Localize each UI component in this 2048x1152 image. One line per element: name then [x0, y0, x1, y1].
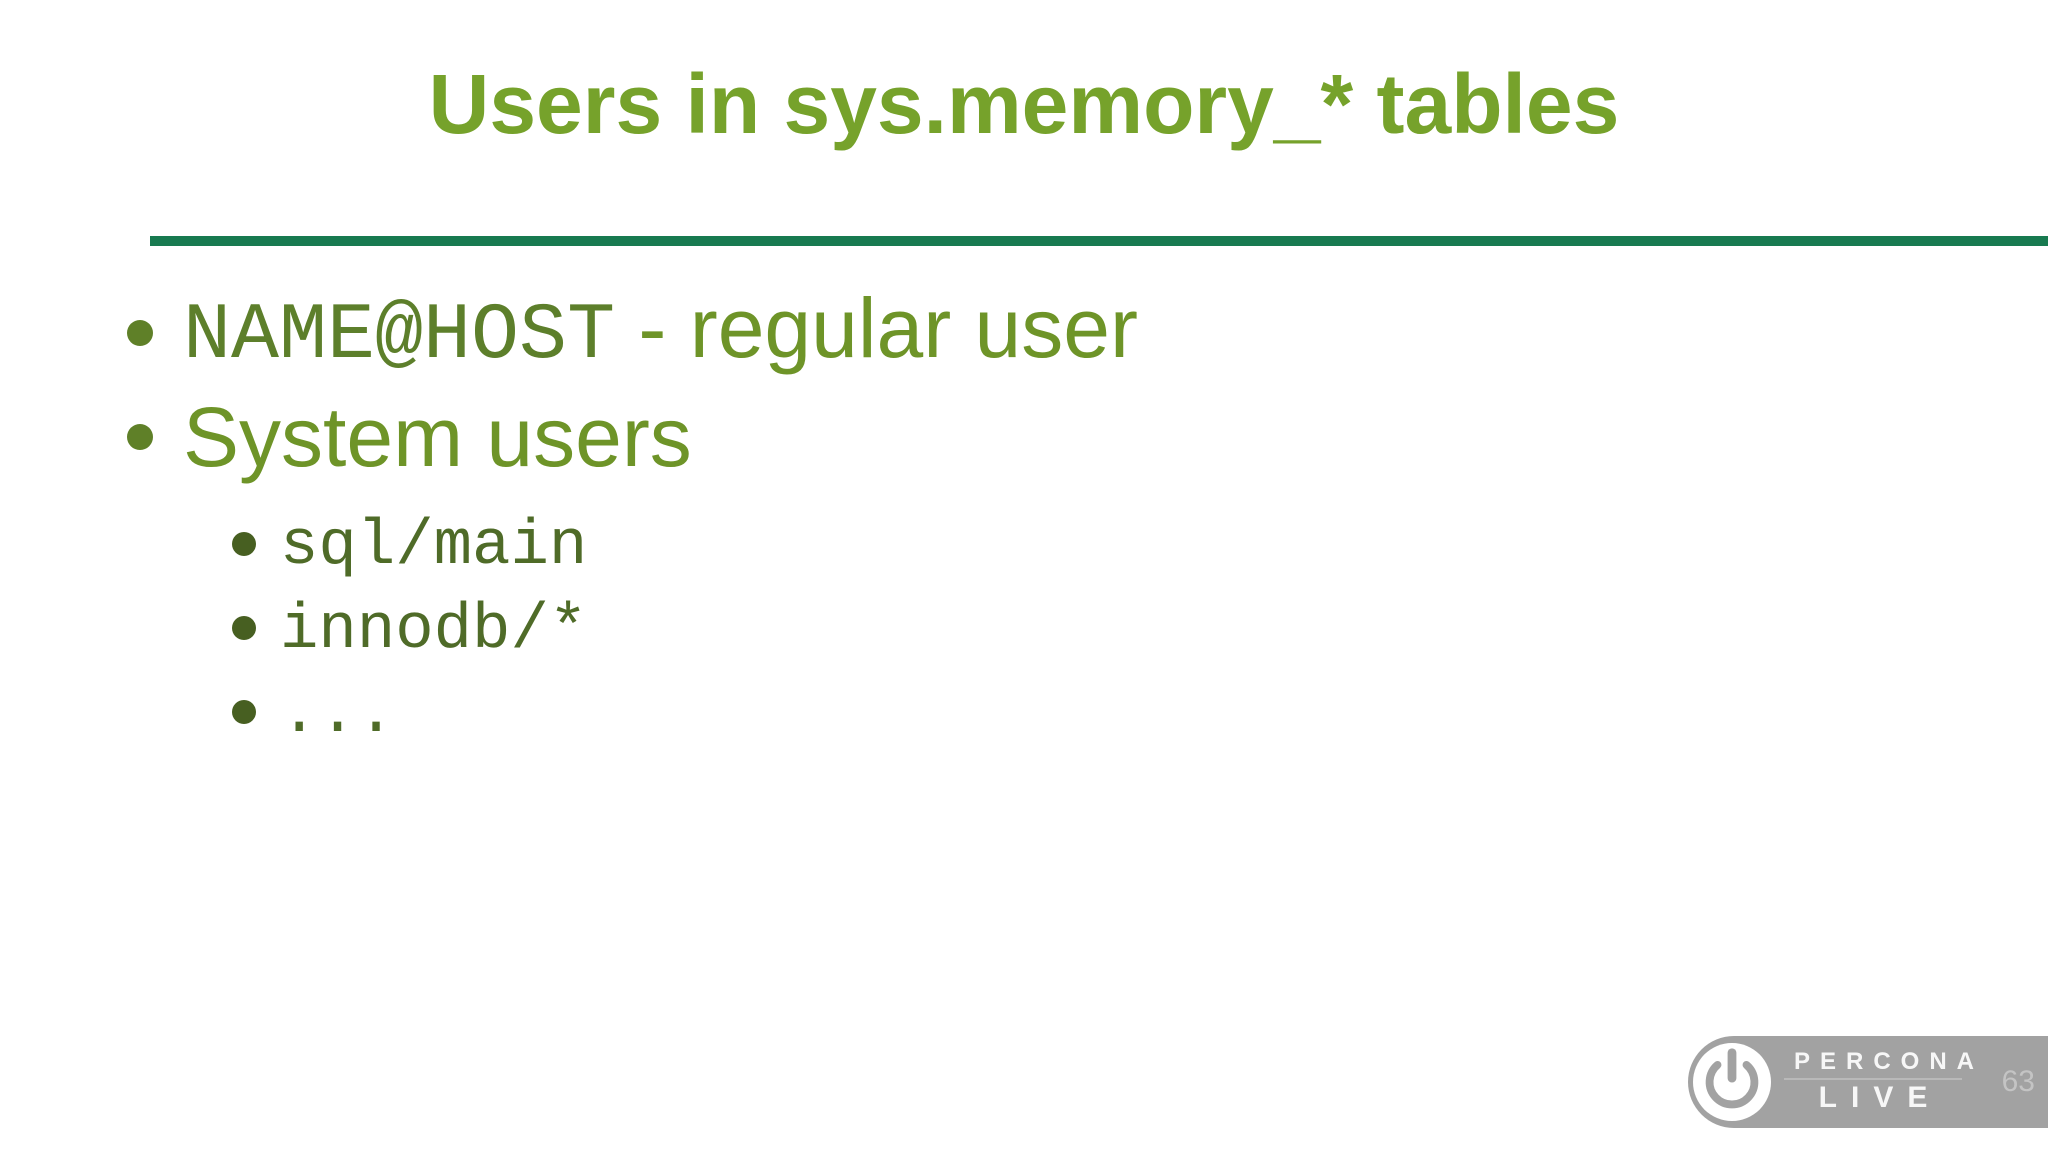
- code-text: NAME@HOST: [183, 291, 616, 382]
- percona-live-logo: PERCONA LIVE 63: [1688, 1036, 2048, 1128]
- list-item: innodb/*: [0, 586, 2048, 670]
- list-item-text: sql/main: [280, 502, 587, 586]
- list-item: System users: [0, 387, 2048, 487]
- plain-text: System users: [183, 390, 692, 484]
- code-text: innodb/*: [280, 595, 588, 667]
- list-item-text: System users: [183, 387, 692, 487]
- brand-text: PERCONA LIVE: [1784, 1048, 1985, 1114]
- list-item-text: NAME@HOST - regular user: [183, 278, 1138, 387]
- code-text: ...: [280, 679, 396, 751]
- page-title: Users in sys.memory_* tables: [428, 57, 1620, 151]
- list-item-text: ...: [280, 670, 395, 754]
- sub-bullet-list: sql/main innodb/* ...: [0, 502, 2048, 754]
- list-item: NAME@HOST - regular user: [0, 278, 2048, 387]
- code-text: sql/main: [280, 511, 588, 583]
- list-item-text: innodb/*: [280, 586, 587, 670]
- brand-subname: LIVE: [1818, 1081, 1942, 1114]
- page-number: 63: [2001, 1065, 2035, 1098]
- bullet-dot-icon: [127, 319, 153, 346]
- bullet-dot-icon: [232, 700, 256, 724]
- power-icon: [1693, 1043, 1771, 1121]
- bullet-dot-icon: [232, 616, 256, 640]
- brand-name: PERCONA: [1794, 1048, 1985, 1075]
- plain-text: - regular user: [615, 281, 1138, 375]
- brand-divider: [1784, 1078, 1962, 1080]
- title-underline: [150, 236, 2048, 246]
- list-item: sql/main: [0, 502, 2048, 586]
- bullet-dot-icon: [127, 424, 153, 450]
- bullet-list: NAME@HOST - regular user System users sq…: [0, 278, 2048, 754]
- list-item: ...: [0, 670, 2048, 754]
- bullet-dot-icon: [232, 532, 256, 556]
